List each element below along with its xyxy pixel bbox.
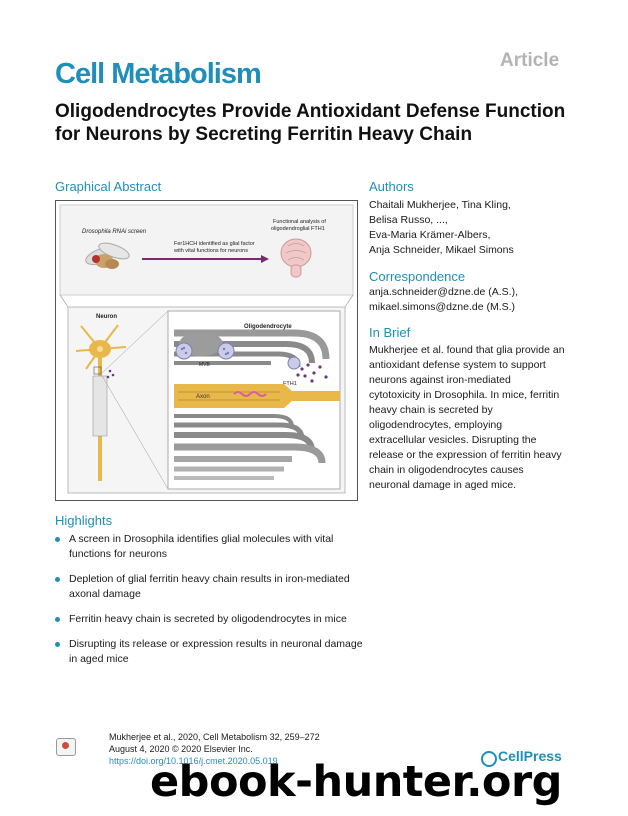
in-brief-line: release or the expression of ferritin he…: [369, 449, 562, 461]
fth1-vesicles: [287, 356, 328, 383]
drosophila-label: Drosophila RNAi screen: [82, 229, 147, 235]
functional-analysis-line1: Functional analysis of: [273, 219, 326, 225]
author-line: Eva-Maria Krämer-Albers,: [369, 229, 491, 241]
graphical-abstract-figure: Drosophila RNAi screen Fer1HCH identifie…: [55, 200, 358, 501]
highlight-text: A screen in Drosophila identifies glial …: [69, 533, 334, 560]
correspondence-list: anja.schneider@dzne.de (A.S.), mikael.si…: [369, 285, 518, 315]
highlights-list: A screen in Drosophila identifies glial …: [55, 532, 365, 677]
highlight-item: Depletion of glial ferritin heavy chain …: [55, 572, 365, 602]
neuron-icon: [75, 324, 127, 481]
zoom-line: [100, 373, 169, 490]
citation-block: Mukherjee et al., 2020, Cell Metabolism …: [109, 731, 320, 767]
article-title: Oligodendrocytes Provide Antioxidant Def…: [55, 101, 566, 145]
publisher-logo: CellPress: [498, 748, 562, 764]
authors-heading: Authors: [369, 179, 414, 194]
connector-line: [344, 294, 354, 308]
author-line: Anja Schneider, Mikael Simons: [369, 244, 514, 256]
highlight-text: Disrupting its release or expression res…: [69, 638, 363, 665]
oligodendrocyte-label: Oligodendrocyte: [244, 324, 292, 330]
bullet-icon: [55, 577, 60, 582]
correspondence-email[interactable]: mikael.simons@dzne.de (M.S.): [369, 301, 516, 313]
graphical-abstract-heading: Graphical Abstract: [55, 179, 162, 194]
bullet-icon: [55, 642, 60, 647]
highlight-item: A screen in Drosophila identifies glial …: [55, 532, 365, 562]
axon-label: Axon: [196, 394, 210, 400]
highlight-text: Ferritin heavy chain is secreted by olig…: [69, 613, 347, 625]
in-brief-line: neurons against iron-mediated: [369, 374, 511, 386]
watermark: ebook-hunter.org: [150, 757, 562, 807]
cellpress-logo-icon: [481, 751, 497, 767]
fth1-label: FTH1: [283, 381, 297, 387]
in-brief-line: extracellular vesicles. Disrupting the: [369, 434, 537, 446]
journal-name: Cell Metabolism: [55, 58, 262, 90]
connector-line: [59, 294, 69, 308]
graphical-abstract-svg: Drosophila RNAi screen Fer1HCH identifie…: [59, 204, 354, 494]
myelin-sheath-bottom: [174, 414, 326, 480]
neuron-label: Neuron: [96, 314, 117, 320]
authors-list: Chaitali Mukherjee, Tina Kling, Belisa R…: [369, 198, 514, 258]
correspondence-email[interactable]: anja.schneider@dzne.de (A.S.),: [369, 286, 518, 298]
axon-icon: [174, 384, 340, 408]
in-brief-text: Mukherjee et al. found that glia provide…: [369, 343, 619, 493]
citation-line: Mukherjee et al., 2020, Cell Metabolism …: [109, 732, 320, 742]
in-brief-line: antioxidant defense system to support: [369, 359, 546, 371]
bullet-icon: [55, 537, 60, 542]
correspondence-heading: Correspondence: [369, 269, 466, 284]
arrow-right-icon: [142, 255, 269, 263]
doi-link[interactable]: https://doi.org/10.1016/j.cmet.2020.05.0…: [109, 756, 278, 766]
article-type-label: Article: [500, 50, 560, 71]
in-brief-line: oligodendrocytes, employing: [369, 419, 503, 431]
fer1hch-label-line1: Fer1HCH identified as glial factor: [174, 241, 255, 247]
in-brief-line: heavy chain is secreted by: [369, 404, 493, 416]
check-for-updates-icon[interactable]: [56, 738, 76, 756]
fer1hch-label-line2: with vital functions for neurons: [173, 248, 248, 254]
highlight-text: Depletion of glial ferritin heavy chain …: [69, 573, 350, 600]
bullet-icon: [55, 617, 60, 622]
highlights-heading: Highlights: [55, 513, 113, 528]
mouse-brain-icon: [280, 238, 312, 278]
highlight-item: Ferritin heavy chain is secreted by olig…: [55, 612, 365, 627]
author-line: Chaitali Mukherjee, Tina Kling,: [369, 199, 511, 211]
in-brief-heading: In Brief: [369, 325, 411, 340]
zoom-line: [100, 310, 169, 375]
fly-icon: [85, 242, 130, 269]
in-brief-line: chain in oligodendrocytes causes: [369, 464, 524, 476]
functional-analysis-line2: oligodendroglial FTH1: [271, 226, 325, 232]
author-line: Belisa Russo, ...,: [369, 214, 448, 226]
mvb-label: MVB: [199, 362, 211, 368]
in-brief-line: cytotoxicity in Drosophila. In mice, fer…: [369, 389, 560, 401]
in-brief-line: Mukherjee et al. found that glia provide…: [369, 344, 565, 356]
citation-line: August 4, 2020 © 2020 Elsevier Inc.: [109, 744, 253, 754]
highlight-item: Disrupting its release or expression res…: [55, 637, 365, 667]
mvb-icon: [175, 342, 235, 360]
in-brief-line: neuronal damage in aged mice.: [369, 479, 517, 491]
